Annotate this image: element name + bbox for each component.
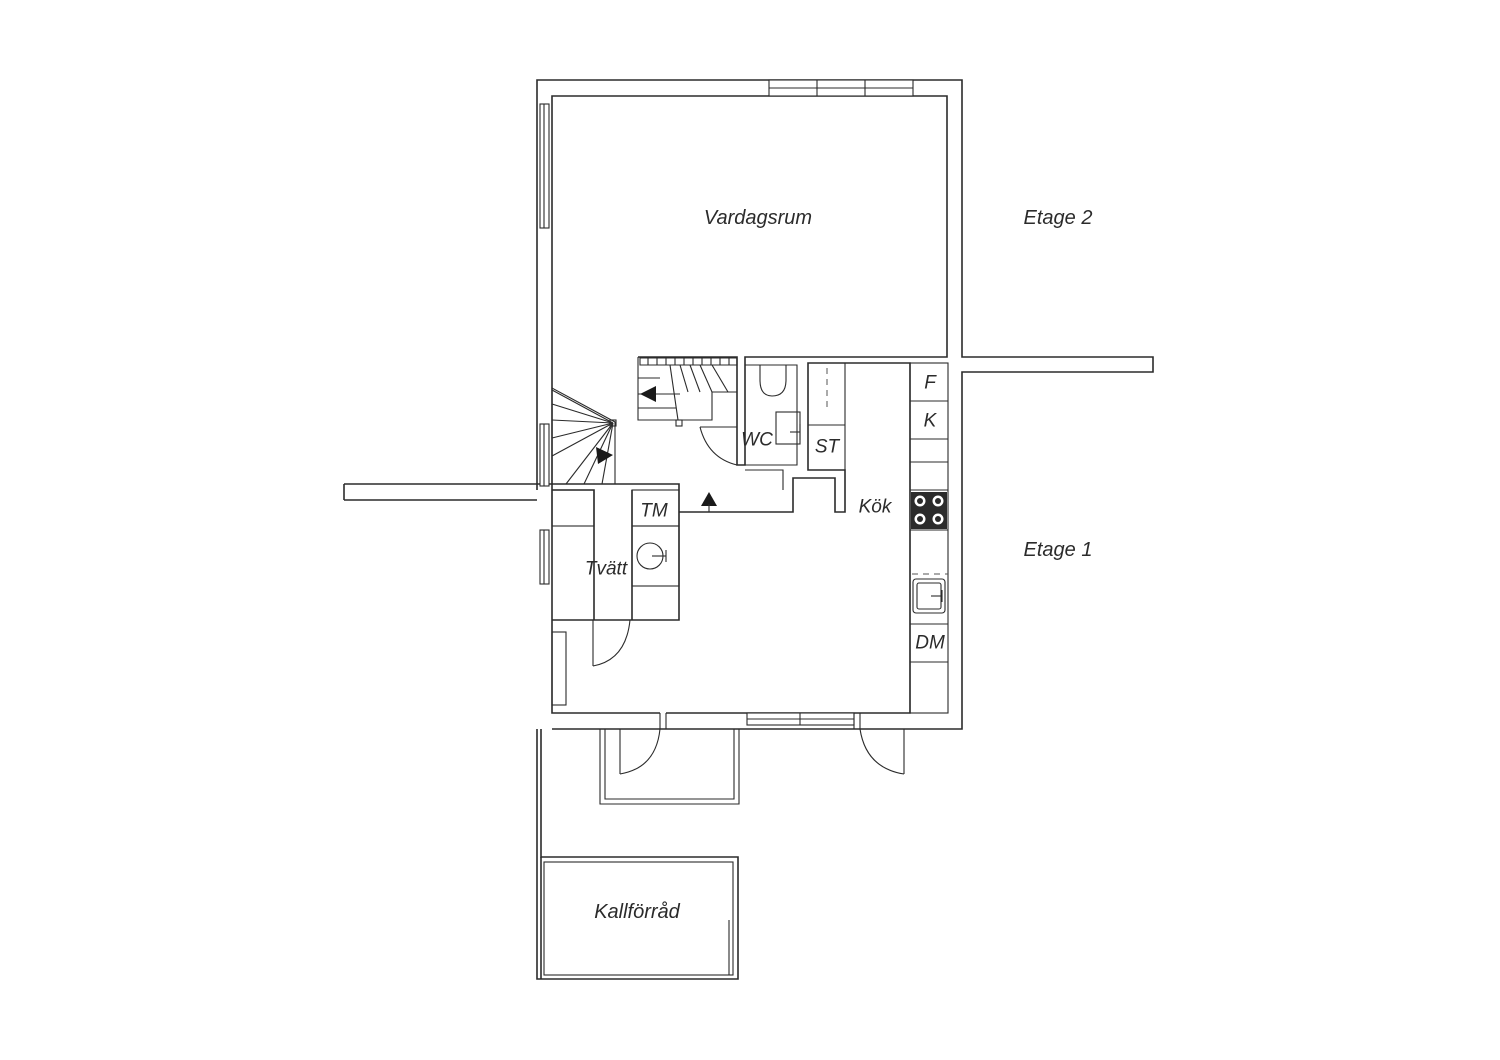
room-label-wc: WC (741, 429, 773, 451)
kitchen-sink (912, 578, 946, 614)
wc-sink (775, 411, 801, 445)
lower-level-walls (343, 362, 911, 726)
room-label-tvatt: Tvätt (584, 558, 628, 580)
entrance-doors (619, 713, 905, 775)
appliance-label-fridge: F (924, 372, 936, 394)
room-label-st: ST (814, 436, 840, 458)
wc-fixtures (699, 364, 801, 490)
porch (536, 729, 740, 980)
kitchen-counter (909, 362, 949, 714)
appliance-label-freezer: K (923, 410, 937, 432)
lower-staircase (551, 387, 717, 512)
stair-arrow-left-icon (640, 386, 656, 402)
upper-staircase (637, 357, 738, 427)
st-closet (808, 363, 846, 470)
stair-arrow-right-icon (596, 447, 613, 464)
level-label-upper: Etage 2 (1023, 207, 1093, 229)
arrow-up-icon (701, 492, 717, 506)
upper-level-walls (536, 79, 1154, 730)
appliance-label-dishwasher: DM (915, 632, 945, 654)
room-label-tm: TM (640, 500, 668, 522)
kallforrad-room (543, 861, 734, 976)
laundry-fixtures (551, 489, 680, 706)
room-label-vardagsrum: Vardagsrum (703, 207, 813, 229)
room-label-kok: Kök (858, 496, 892, 518)
room-label-kallforrad: Kallförråd (594, 901, 680, 923)
level-label-lower: Etage 1 (1023, 539, 1093, 561)
